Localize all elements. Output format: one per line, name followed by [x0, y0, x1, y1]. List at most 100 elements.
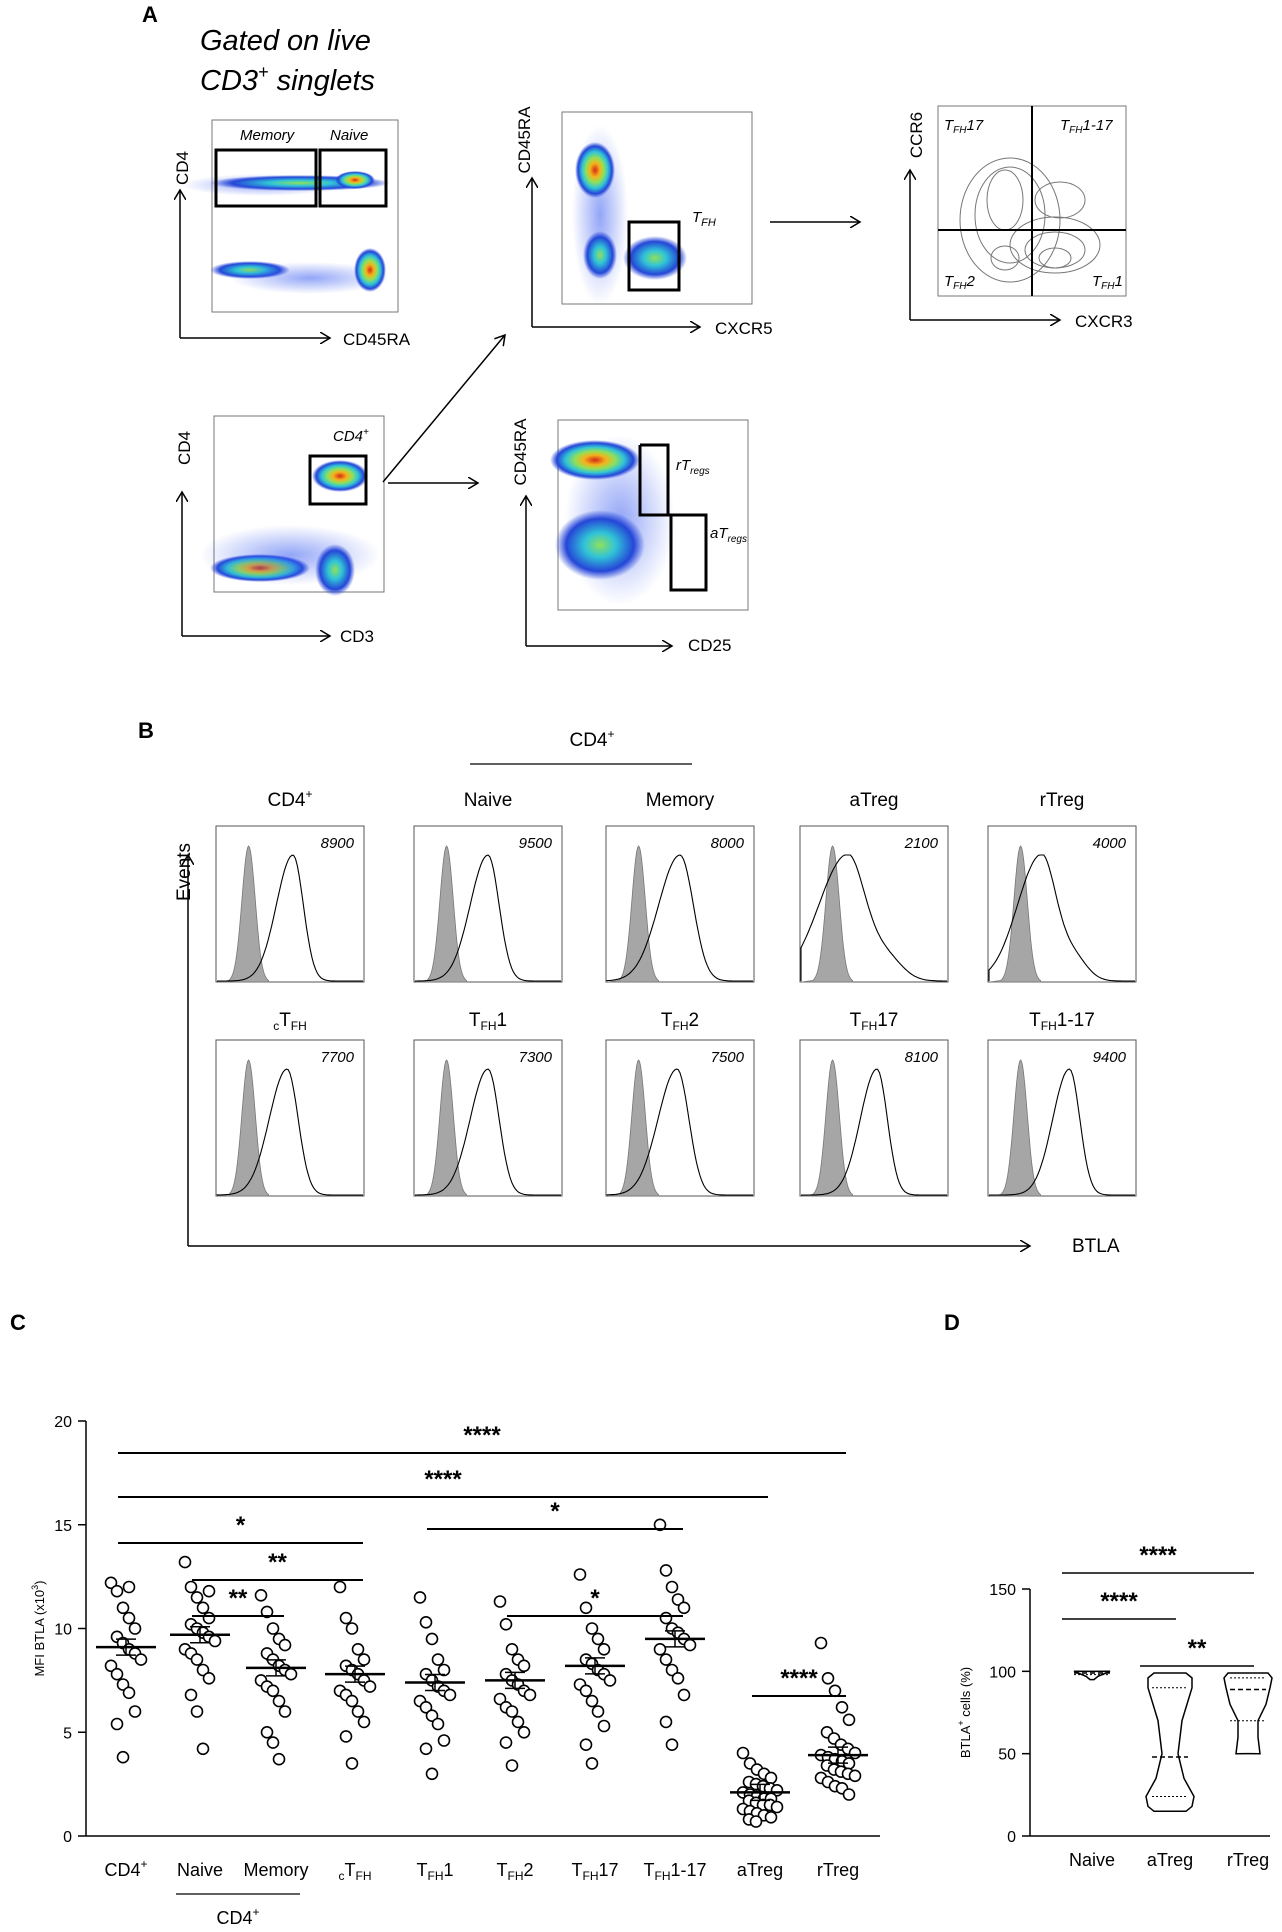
histogram-title: aTreg [850, 790, 899, 811]
y-tick-label: 0 [63, 1829, 72, 1846]
gate-tfh-label: TFH [692, 209, 716, 229]
gate-cd4-label: CD4+ [333, 427, 369, 445]
panel-b: B CD4+ CD4+8900Naive9500Memory8000aTreg2… [138, 718, 1137, 1257]
btla-histogram-line [989, 1068, 1135, 1196]
y-tick-label: 150 [989, 1582, 1016, 1599]
isotype-peak [801, 1059, 853, 1197]
y-axis-label: MFI BTLA (x103) [30, 1580, 47, 1676]
y-tick-label: 15 [54, 1518, 72, 1535]
data-point [196, 1663, 210, 1677]
data-point [266, 1736, 280, 1749]
data-point [196, 1601, 210, 1615]
x-tick-label: CD4+ [104, 1857, 147, 1880]
y-axis-label: BTLA+ cells (%) [956, 1667, 973, 1758]
y-axis-label: CD4 [173, 151, 192, 185]
panel-label-d: D [944, 1310, 960, 1335]
data-point [128, 1622, 142, 1635]
quadrant-tfh17: TFH17 [944, 117, 984, 136]
gate-atregs-label: aTregs [710, 525, 747, 545]
quadrant-tfh2: TFH2 [944, 273, 976, 292]
isotype-peak [217, 845, 269, 983]
btla-histogram-line [801, 1068, 947, 1196]
panel-a: A Gated on live CD3+ singlets Memory Nai… [142, 2, 1133, 655]
gate-tregs [638, 443, 708, 592]
histogram-title: TFH1-17 [1029, 1010, 1095, 1033]
data-point [116, 1678, 130, 1691]
significance-label: **** [1100, 1588, 1138, 1615]
mfi-value: 4000 [1093, 835, 1127, 852]
data-point [665, 1663, 679, 1677]
data-point [431, 1717, 445, 1731]
isotype-peak [989, 1059, 1041, 1197]
histogram-title: Memory [646, 790, 715, 811]
btla-histogram-line [606, 854, 753, 982]
data-point [443, 1688, 457, 1702]
data-point [597, 1643, 611, 1656]
data-point [603, 1674, 617, 1687]
data-point [736, 1746, 750, 1760]
y-axis-label: CD45RA [515, 106, 534, 174]
flow-plot-cd4-cd3: CD4+ CD4 CD3 [175, 415, 385, 646]
data-point [653, 1518, 667, 1532]
data-point [122, 1611, 136, 1625]
gate-tfh [627, 220, 681, 292]
histogram-title: CD4+ [267, 787, 312, 811]
data-point [671, 1593, 685, 1606]
data-point [848, 1746, 862, 1760]
significance-label: ** [268, 1549, 287, 1576]
data-point [842, 1713, 856, 1727]
data-point [284, 1667, 298, 1681]
data-point [278, 1705, 292, 1718]
data-point [523, 1688, 537, 1702]
mfi-value: 7300 [519, 1049, 553, 1066]
data-point [821, 1672, 835, 1685]
x-tick-label: Naive [1069, 1850, 1115, 1870]
histogram-frame [215, 825, 365, 983]
data-point [828, 1684, 842, 1698]
data-point [499, 1736, 513, 1749]
data-point [351, 1705, 365, 1718]
data-point [431, 1653, 445, 1666]
x-tick-label: rTreg [817, 1860, 859, 1880]
histogram-1-3: Memory 8000 [605, 790, 755, 983]
significance-label: **** [780, 1665, 818, 1692]
panel-label-c: C [10, 1310, 26, 1335]
data-point [128, 1705, 142, 1718]
data-point [579, 1684, 593, 1698]
data-point [178, 1555, 192, 1569]
mfi-value: 8100 [905, 1049, 939, 1066]
gating-title-line1: Gated on live [200, 25, 371, 57]
data-point [425, 1632, 439, 1646]
mfi-value: 8000 [711, 835, 745, 852]
significance-label: **** [424, 1466, 462, 1493]
y-tick-label: 0 [1007, 1829, 1016, 1846]
flow-plot-cd45ra-cd25: rTregs aTregs CD45RA CD25 [511, 418, 749, 655]
x-tick-label: aTreg [737, 1860, 783, 1880]
data-point [493, 1595, 507, 1608]
data-point [505, 1643, 519, 1656]
y-axis-label: CCR6 [907, 112, 926, 158]
btla-histogram-line [217, 854, 363, 982]
data-point [579, 1601, 593, 1615]
gate-naive-label: Naive [330, 127, 368, 144]
btla-histogram-line [415, 854, 561, 982]
isotype-peak [801, 845, 853, 983]
mfi-value: 9500 [519, 835, 553, 852]
data-point [184, 1580, 198, 1594]
data-point [104, 1659, 118, 1673]
x-tick-label: cTFH [339, 1860, 372, 1883]
data-point [665, 1580, 679, 1594]
histogram-grid: CD4+8900Naive9500Memory8000aTreg2100rTre… [215, 787, 1137, 1197]
data-point [134, 1653, 148, 1666]
x-tick-label: TFH17 [571, 1860, 618, 1883]
mfi-value: 8900 [321, 835, 355, 852]
quadrant-tfh1-17: TFH1-17 [1060, 117, 1113, 136]
data-point [260, 1726, 274, 1739]
data-point [505, 1705, 519, 1718]
gate-memory-label: Memory [240, 127, 296, 144]
y-tick-label: 10 [54, 1622, 72, 1639]
data-point [110, 1717, 124, 1731]
isotype-peak [415, 1059, 467, 1197]
